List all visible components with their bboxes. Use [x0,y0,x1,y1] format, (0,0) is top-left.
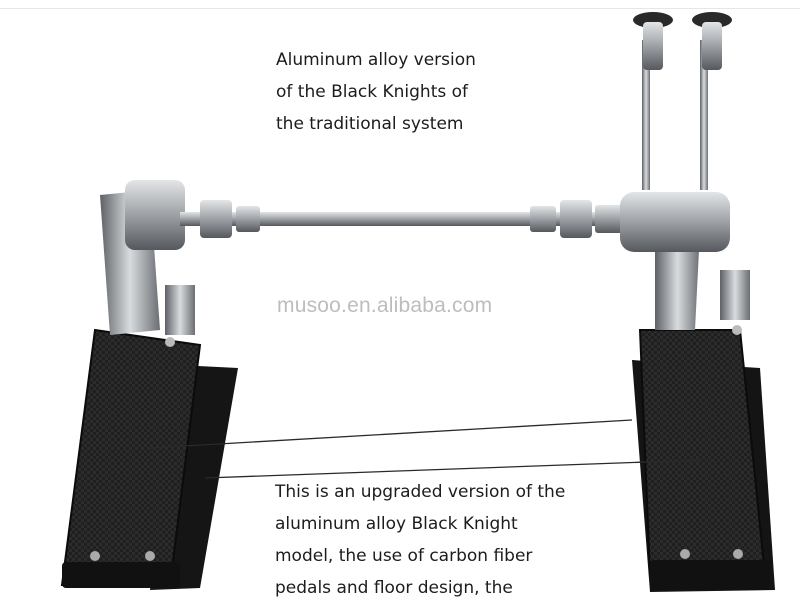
shaft-rod [180,212,640,226]
drive-shaft [180,200,640,238]
caption-line: of the Black Knights of [276,82,469,102]
left-screw [165,337,175,347]
left-heel-screw [145,551,155,561]
beater-shaft-left [642,40,650,190]
caption-line: model, the use of carbon fiber [275,546,533,566]
right-heel-block [650,560,770,590]
pointer-line-left [149,419,633,449]
right-footboard [638,329,767,576]
pointer-lines [149,419,703,479]
watermark: musoo.en.alibaba.com [277,294,493,317]
left-link [165,285,195,335]
beater-head-right [692,12,732,28]
shaft-collar-right [530,206,556,232]
left-heel-block [62,562,180,588]
shaft-joint-right [560,200,592,238]
caption-line: aluminum alloy Black Knight [275,514,518,534]
pointer-line-right [204,459,703,479]
right-heel-screw [680,549,690,559]
caption-line: pedals and floor design, the [275,578,513,598]
top-divider [0,8,800,9]
caption-top: Aluminum alloy version of the Black Knig… [276,44,476,140]
shaft-collar-right-2 [595,205,625,233]
shaft-joint-left [200,200,232,238]
left-cam [125,180,185,250]
caption-line: Aluminum alloy version [276,50,476,70]
left-heel-screw [90,551,100,561]
right-frame-post [655,230,700,330]
caption-bottom: This is an upgraded version of the alumi… [275,476,565,604]
right-link [720,270,750,320]
right-heel-screw [733,549,743,559]
caption-line: the traditional system [276,114,464,134]
beater-shaft-right [700,40,708,190]
right-cam [620,192,730,252]
beater-holder-right [702,22,722,70]
shaft-collar-left [236,206,260,232]
right-screw [732,325,742,335]
left-pedal [60,180,238,590]
right-pedal [620,12,775,592]
beater-holder-left [643,22,663,70]
caption-line: This is an upgraded version of the [275,482,566,502]
beater-head-left [633,12,673,28]
